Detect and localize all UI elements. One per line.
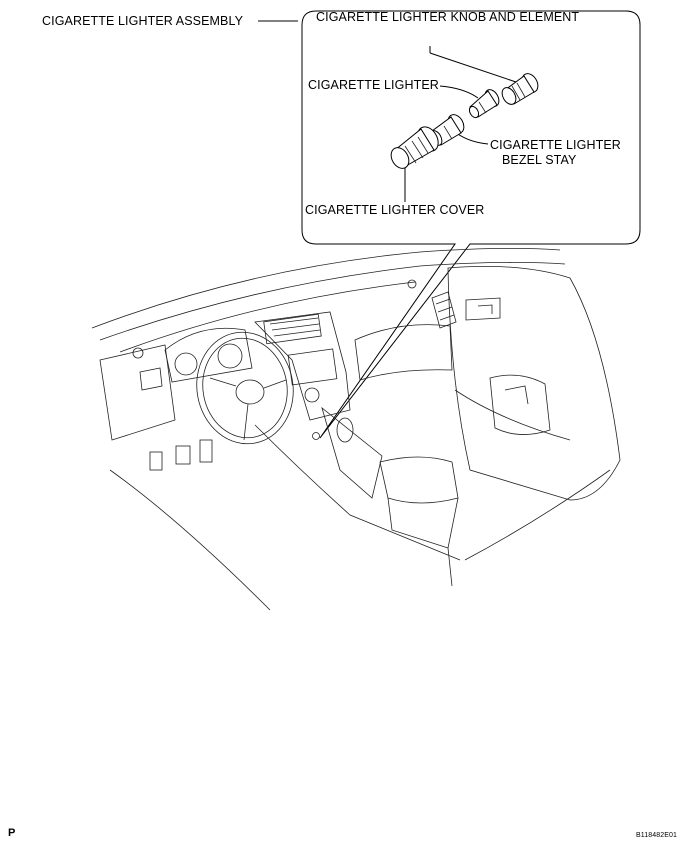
bezel-stay-label-line1: CIGARETTE LIGHTER bbox=[490, 138, 621, 152]
knob-leader bbox=[429, 52, 517, 83]
cover-part bbox=[390, 126, 439, 169]
assembly-label: CIGARETTE LIGHTER ASSEMBLY bbox=[42, 14, 244, 28]
knob-label: CIGARETTE LIGHTER KNOB AND ELEMENT bbox=[316, 10, 580, 24]
lighter-leader bbox=[439, 85, 479, 99]
figure-id: B118482E01 bbox=[636, 832, 677, 839]
page-marker: P bbox=[8, 827, 16, 839]
callout-balloon bbox=[301, 10, 641, 439]
bezel-stay-label-line2: BEZEL STAY bbox=[502, 153, 577, 167]
vehicle-interior-drawing bbox=[91, 248, 621, 611]
cover-label: CIGARETTE LIGHTER COVER bbox=[305, 203, 485, 217]
lighter-part bbox=[468, 89, 500, 119]
lighter-label: CIGARETTE LIGHTER bbox=[308, 78, 439, 92]
knob-part bbox=[501, 73, 539, 105]
